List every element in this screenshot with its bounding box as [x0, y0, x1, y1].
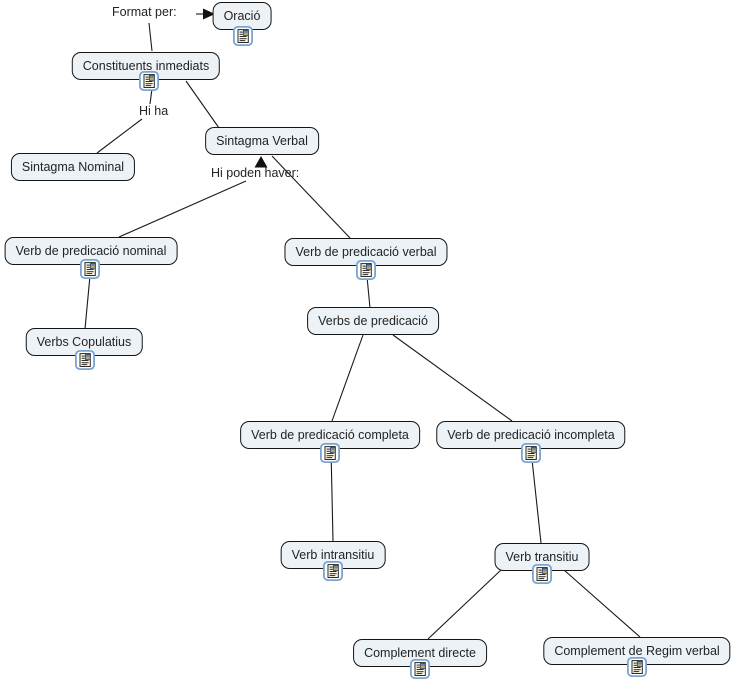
node-sintagma-nominal[interactable]: Sintagma Nominal	[10, 153, 136, 181]
resource-icon-verb-intransitiu[interactable]	[323, 561, 343, 581]
linking-phrase-hi-poden-haver[interactable]: Hi poden haver:	[211, 166, 300, 180]
resource-icon-complement-regim[interactable]	[627, 657, 647, 677]
resource-icon-verb-predicacio-incompleta[interactable]	[521, 443, 541, 463]
edge-hi-ha-to-sintagma-nominal	[96, 118, 143, 154]
resource-icon-verb-predicacio-verbal[interactable]	[356, 260, 376, 280]
node-complement-directe[interactable]: Complement directe	[353, 639, 487, 667]
resource-icon-verb-transitiu[interactable]	[532, 564, 552, 584]
edge-sintagma-verbal-to-verb-predicacio-verbal	[271, 155, 351, 239]
resource-icon-verb-predicacio-completa[interactable]	[320, 443, 340, 463]
node-oracio[interactable]: Oració	[212, 2, 272, 30]
node-complement-regim-verbal[interactable]: Complement de Regim verbal	[543, 637, 731, 665]
resource-icon-oracio[interactable]	[233, 26, 253, 46]
resource-icon-verbs-copulatius[interactable]	[75, 350, 95, 370]
node-verb-predicacio-completa[interactable]: Verb de predicació completa	[240, 421, 420, 449]
linking-phrase-hi-ha[interactable]: Hi ha	[139, 104, 169, 118]
edge-verb-transitiu-to-complement-directe	[427, 569, 502, 640]
edge-hi-poden-haver-to-verb-predicacio-nominal	[118, 180, 247, 238]
edge-constituents-to-format-per	[148, 22, 153, 52]
node-verbs-de-predicacio[interactable]: Verbs de predicació	[307, 307, 439, 335]
resource-icon-constituents[interactable]	[139, 71, 159, 91]
edge-verbs-de-predicacio-to-incompleta	[392, 334, 513, 422]
edge-verb-transitiu-to-complement-regim	[563, 569, 641, 638]
arrowhead-into-oracio	[203, 8, 215, 20]
arrowhead-into-sintagma-verbal	[254, 156, 268, 168]
edge-verbs-de-predicacio-to-completa	[331, 334, 364, 422]
node-sintagma-verbal[interactable]: Sintagma Verbal	[205, 127, 319, 155]
resource-icon-verb-predicacio-nominal[interactable]	[80, 259, 100, 279]
edge-incompleta-to-verb-transitiu	[530, 449, 542, 544]
resource-icon-complement-directe[interactable]	[410, 659, 430, 679]
edge-completa-to-verb-intransitiu	[330, 448, 334, 542]
node-verb-intransitiu[interactable]: Verb intransitiu	[280, 541, 386, 569]
linking-phrase-format-per[interactable]: Format per:	[112, 5, 177, 19]
edge-constituents-to-sintagma-verbal	[185, 80, 220, 129]
